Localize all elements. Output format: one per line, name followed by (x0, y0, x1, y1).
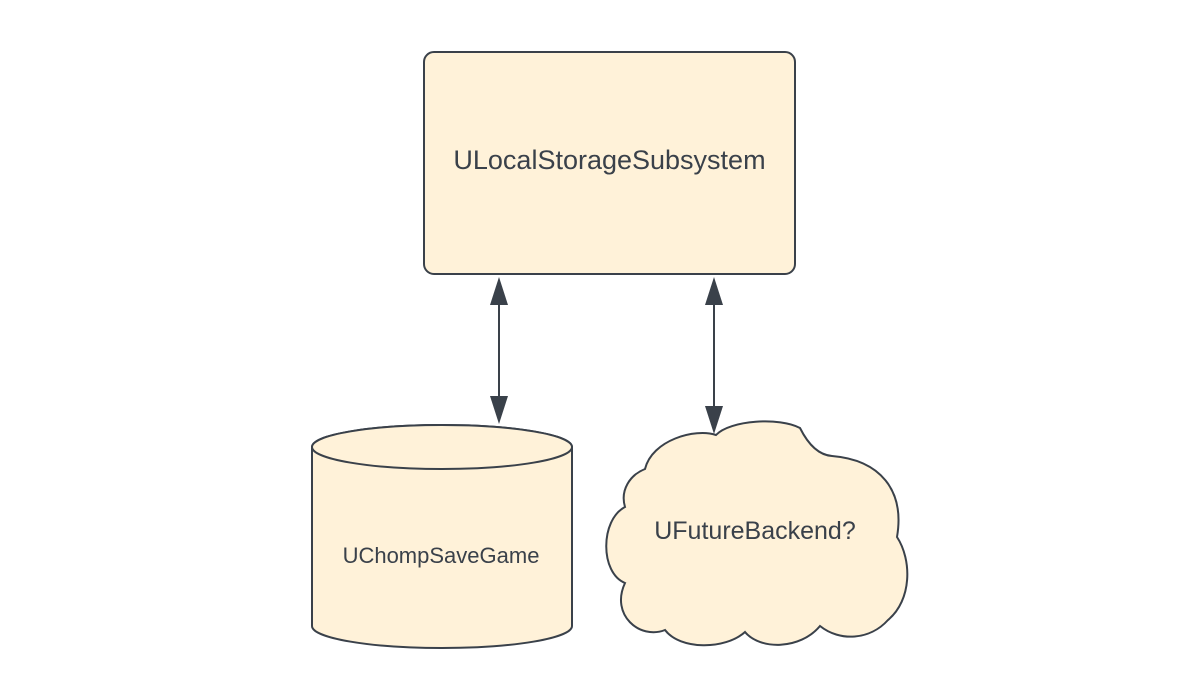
arrow-up-icon (705, 277, 723, 305)
rounded-rectangle-shape (423, 51, 796, 275)
cylinder-top-shape (311, 424, 573, 470)
edge-subsystem-to-backend[interactable] (705, 277, 723, 434)
node-local-storage-subsystem[interactable]: ULocalStorageSubsystem (423, 51, 796, 275)
node-chomp-save-game[interactable]: UChompSaveGame (311, 424, 573, 649)
node-label: UChompSaveGame (343, 543, 540, 568)
cloud-shape (605, 420, 909, 647)
node-label: ULocalStorageSubsystem (453, 145, 765, 175)
node-future-backend[interactable]: UFutureBackend? (605, 420, 909, 647)
arrow-down-icon (490, 396, 508, 424)
arrow-down-icon (705, 406, 723, 434)
node-label: UFutureBackend? (654, 517, 856, 545)
arrow-up-icon (490, 277, 508, 305)
edge-subsystem-to-savegame[interactable] (490, 277, 508, 424)
